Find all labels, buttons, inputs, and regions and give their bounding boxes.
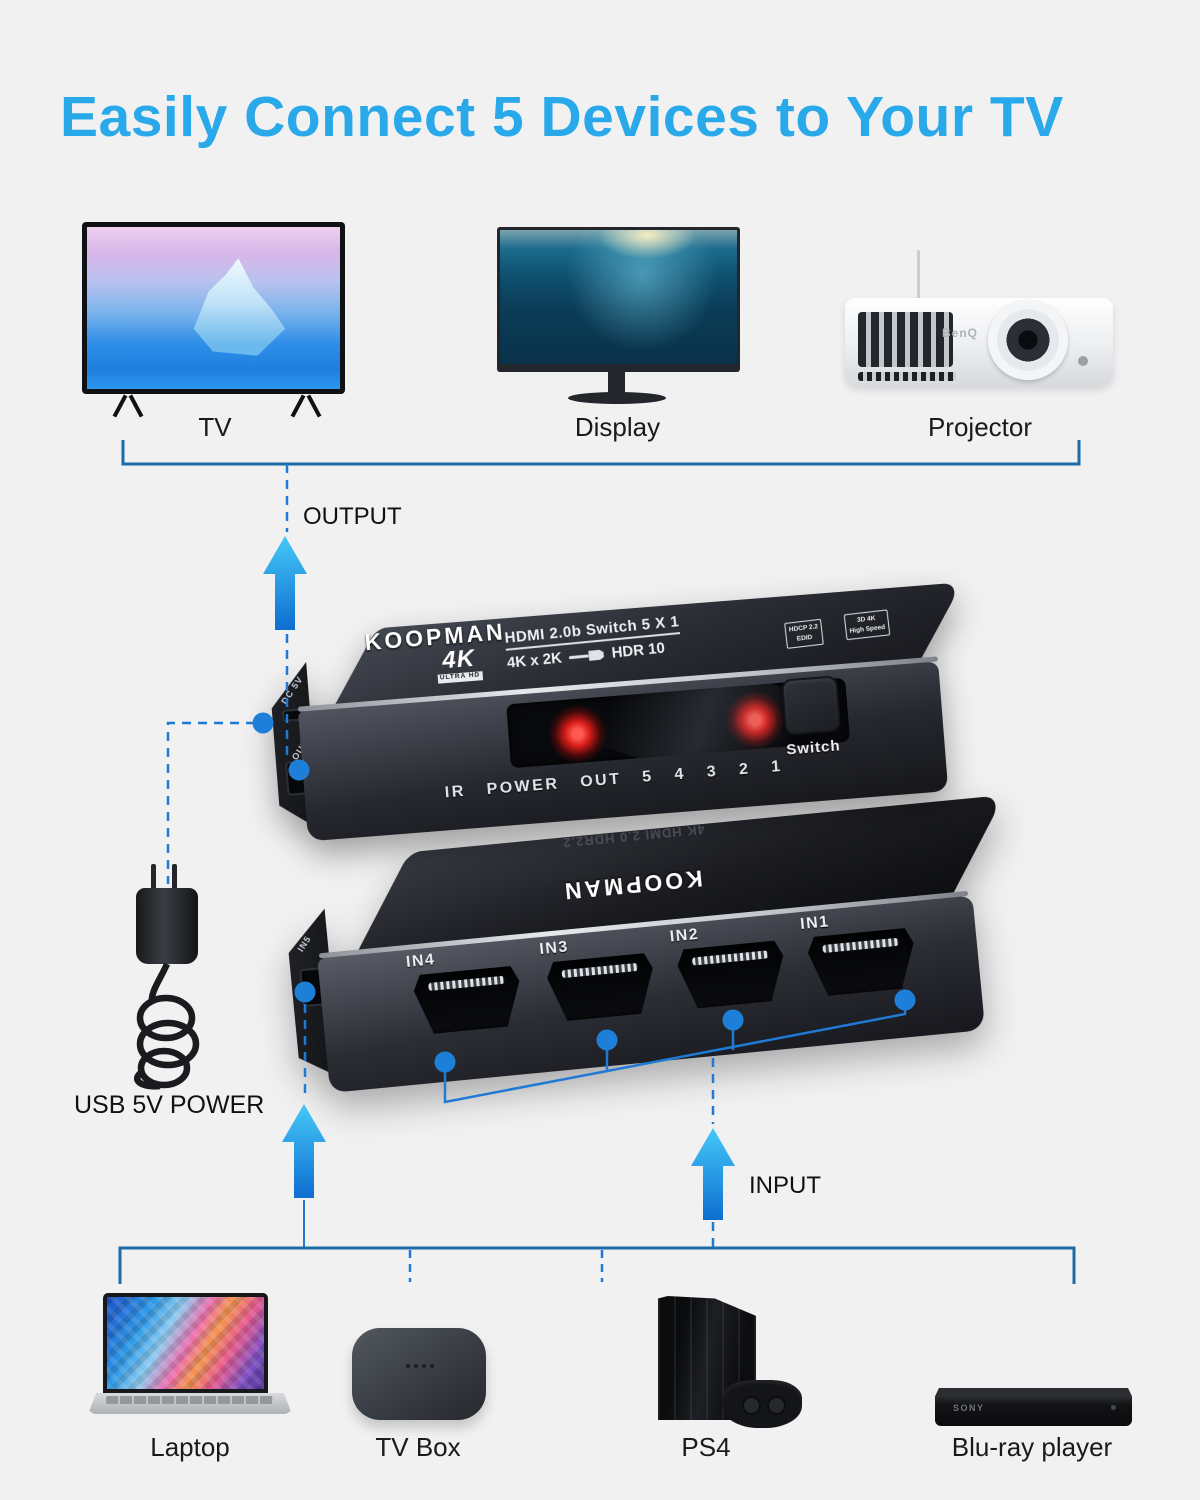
projector-vent — [858, 372, 956, 381]
4k-badge-text: 4K — [441, 644, 477, 675]
projector-antenna — [917, 250, 920, 302]
input-bracket — [118, 1246, 1076, 1284]
projector-brand: BenQ — [942, 326, 979, 340]
tv-image — [82, 222, 345, 394]
power-dashed-line — [166, 721, 255, 884]
in3-hdmi-port — [546, 953, 657, 1023]
ir-window-sheen — [596, 677, 811, 769]
right-input-arrow — [691, 1128, 735, 1220]
bluray-brand: SONY — [953, 1403, 985, 1413]
controller-stick — [742, 1396, 761, 1415]
ps4-controller — [722, 1380, 802, 1428]
in3-label: IN3 — [538, 938, 570, 959]
tv-iceberg-art — [193, 258, 286, 356]
in1-label: IN1 — [799, 913, 831, 934]
label-tvbox: TV Box — [375, 1432, 461, 1462]
laptop-image — [103, 1293, 268, 1393]
label-laptop: Laptop — [150, 1432, 230, 1462]
front-panel-text: IR POWER OUT 5 4 3 2 1 — [444, 757, 784, 802]
label-ps4: PS4 — [681, 1432, 731, 1462]
in2-hdmi-port — [676, 940, 787, 1010]
hdmi-pins — [822, 938, 898, 953]
hdmi-cable-icon — [568, 649, 604, 661]
tvbox-dot — [414, 1364, 418, 1368]
bluray-power-light — [1111, 1405, 1116, 1410]
power-cable — [134, 962, 200, 1090]
switch-button-label: Switch — [785, 737, 842, 759]
label-bluray: Blu-ray player — [951, 1432, 1113, 1462]
usb-power-adapter — [136, 888, 198, 964]
in4-hdmi-port — [412, 965, 523, 1035]
output-arrow — [263, 536, 307, 630]
page-title: Easily Connect 5 Devices to Your TV — [60, 85, 1064, 149]
hdmi-switch-front-view: DC 5V OUTPUT KOOPMAN 4K ULTRA HD HDMI 2.… — [292, 582, 963, 849]
output-bracket — [121, 440, 1081, 466]
bluray-image: SONY — [935, 1388, 1132, 1426]
spec-line2: 4K x 2K HDR 10 — [506, 638, 682, 672]
in1-hdmi-port — [807, 927, 918, 997]
input-flow-label: INPUT — [749, 1172, 821, 1199]
bracket-dashed-stubs — [408, 1250, 604, 1282]
controller-stick — [767, 1396, 786, 1415]
projector-lens — [988, 300, 1068, 380]
4k-ultrahd-badge: 4K ULTRA HD — [436, 644, 483, 684]
plug-prong — [151, 864, 156, 890]
display-stand — [608, 372, 625, 394]
display-image — [497, 227, 740, 372]
laptop-screen-art — [107, 1297, 264, 1389]
spec-block: HDMI 2.0b Switch 5 X 1 4K x 2K HDR 10 — [503, 613, 682, 672]
laptop-base — [88, 1393, 292, 1414]
projector-grille — [858, 312, 953, 367]
in2-label: IN2 — [669, 925, 700, 946]
dc-port-dot — [252, 712, 274, 734]
tvbox-image — [352, 1328, 486, 1420]
plug-prong — [172, 864, 177, 890]
tvbox-dot — [422, 1364, 426, 1368]
dc5v-port-label: DC 5V — [279, 674, 305, 707]
tv-foot — [112, 394, 128, 418]
label-display: Display — [574, 412, 661, 442]
tvbox-dot — [430, 1364, 434, 1368]
display-base — [568, 392, 666, 404]
in5-port-label: IN5 — [295, 933, 314, 954]
display-screen — [500, 230, 737, 364]
tvbox-dot — [406, 1364, 410, 1368]
hdmi-pins — [562, 963, 638, 978]
power-label: USB 5V POWER — [74, 1091, 265, 1119]
output-flow-label: OUTPUT — [303, 503, 402, 530]
in4-label: IN4 — [405, 951, 437, 972]
laptop-keyboard — [106, 1396, 274, 1404]
hdmi-pins — [428, 976, 504, 991]
left-input-arrow — [282, 1104, 326, 1198]
hdmi-pins — [692, 950, 768, 965]
3d4k-badge: 3D 4K High Speed — [843, 609, 891, 640]
hdmi-switch-back-view: IN5 KOOPMAN 4K HDMI 2.0 HDR2.2 IN4 IN3 I… — [308, 794, 1005, 1101]
projector-sensor — [1078, 356, 1088, 366]
label-tv: TV — [198, 412, 232, 442]
tv-foot — [306, 394, 322, 418]
switch-button — [781, 675, 842, 736]
label-projector: Projector — [927, 412, 1033, 442]
laptop-mosaic-overlay — [107, 1297, 264, 1389]
hdcp-badge: HDCP 2.2 EDID — [784, 618, 824, 649]
tv-screen — [87, 227, 340, 389]
